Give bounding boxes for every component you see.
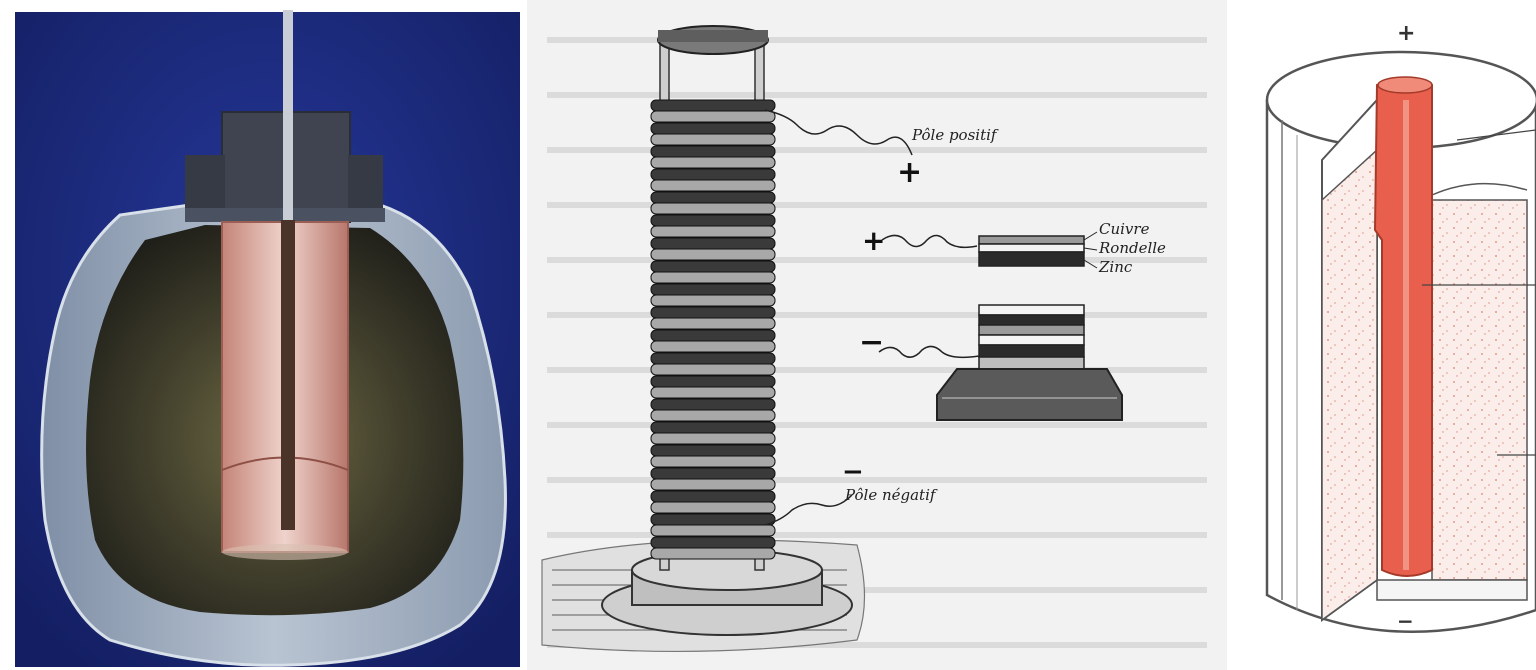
- zinc-disc: [651, 514, 775, 525]
- detail-washer: [979, 244, 1084, 252]
- cell-negative-sign: −: [1397, 609, 1414, 633]
- copper-disc: [651, 295, 775, 306]
- zinc-label: Zinc: [1098, 258, 1133, 276]
- copper-disc: [651, 479, 775, 490]
- cell-positive-sign: +: [1397, 21, 1415, 46]
- copper-disc: [651, 364, 775, 375]
- copper-disc: [651, 548, 775, 559]
- zinc-disc: [651, 169, 775, 180]
- electrolyte-paste: [1432, 200, 1527, 580]
- voltaic-pile-engraving: + Pôle positif − Pôle négatif + Cuivre R…: [527, 0, 1227, 670]
- detail-positive-sign: +: [862, 224, 885, 257]
- zinc-disc: [651, 422, 775, 433]
- positive-sign: +: [897, 155, 922, 190]
- zinc-disc: [651, 307, 775, 318]
- negative-sign: −: [842, 457, 864, 487]
- copper-disc: [651, 318, 775, 329]
- detail-negative-sign: −: [859, 325, 884, 360]
- baghdad-battery-photo: [0, 0, 527, 670]
- depolarizer-mix: [1322, 150, 1377, 620]
- negative-pole-label: Pôle négatif: [844, 486, 938, 504]
- zinc-disc: [651, 100, 775, 111]
- zinc-disc: [651, 376, 775, 387]
- positive-pole-label: Pôle positif: [911, 126, 999, 144]
- dry-cell-svg: + −: [1227, 0, 1536, 670]
- copper-disc: [651, 226, 775, 237]
- zinc-disc: [651, 491, 775, 502]
- copper-disc: [651, 433, 775, 444]
- zinc-disc: [651, 353, 775, 364]
- zinc-disc: [651, 468, 775, 479]
- copper-disc: [651, 157, 775, 168]
- clay-jar-image: [0, 0, 527, 670]
- zinc-disc: [651, 284, 775, 295]
- copper-disc: [651, 203, 775, 214]
- copper-label: Cuivre: [1099, 220, 1150, 238]
- stopper-left: [185, 155, 225, 210]
- copper-disc: [651, 249, 775, 260]
- detail-zinc-plate: [979, 252, 1084, 266]
- copper-disc: [651, 456, 775, 467]
- zinc-disc: [651, 238, 775, 249]
- iron-rod: [281, 220, 295, 530]
- zinc-disc: [651, 537, 775, 548]
- copper-disc: [651, 134, 775, 145]
- copper-disc: [651, 525, 775, 536]
- zinc-disc: [651, 330, 775, 341]
- disc-stack: [651, 100, 775, 559]
- zinc-disc: [651, 146, 775, 157]
- copper-disc: [651, 341, 775, 352]
- zinc-disc: [651, 215, 775, 226]
- iron-rod-top: [283, 10, 293, 220]
- zinc-disc: [651, 445, 775, 456]
- washer-label: Rondelle: [1098, 239, 1166, 257]
- dry-cell-cutaway: + −: [1227, 0, 1536, 670]
- stopper-right: [348, 155, 383, 210]
- copper-disc: [651, 410, 775, 421]
- copper-disc: [651, 502, 775, 513]
- zinc-disc: [651, 399, 775, 410]
- copper-disc: [651, 111, 775, 122]
- copper-disc: [651, 272, 775, 283]
- detail-copper-plate: [979, 236, 1084, 244]
- copper-disc: [651, 387, 775, 398]
- copper-disc: [651, 180, 775, 191]
- voltaic-pile-svg: + Pôle positif − Pôle négatif + Cuivre R…: [527, 0, 1227, 670]
- zinc-disc: [651, 261, 775, 272]
- zinc-disc: [651, 123, 775, 134]
- zinc-disc: [651, 192, 775, 203]
